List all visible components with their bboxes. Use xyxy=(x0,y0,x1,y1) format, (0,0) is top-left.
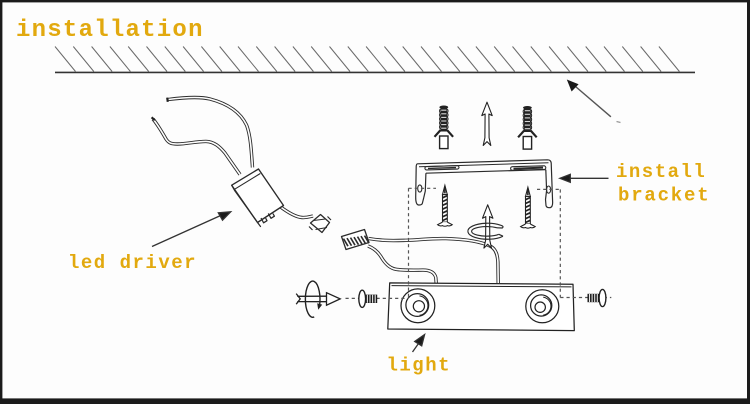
svg-text:bracket: bracket xyxy=(618,185,710,207)
svg-text:light: light xyxy=(387,355,452,377)
svg-text:led driver: led driver xyxy=(68,252,197,274)
svg-text:install: install xyxy=(616,161,706,183)
svg-text:installation: installation xyxy=(16,17,204,44)
